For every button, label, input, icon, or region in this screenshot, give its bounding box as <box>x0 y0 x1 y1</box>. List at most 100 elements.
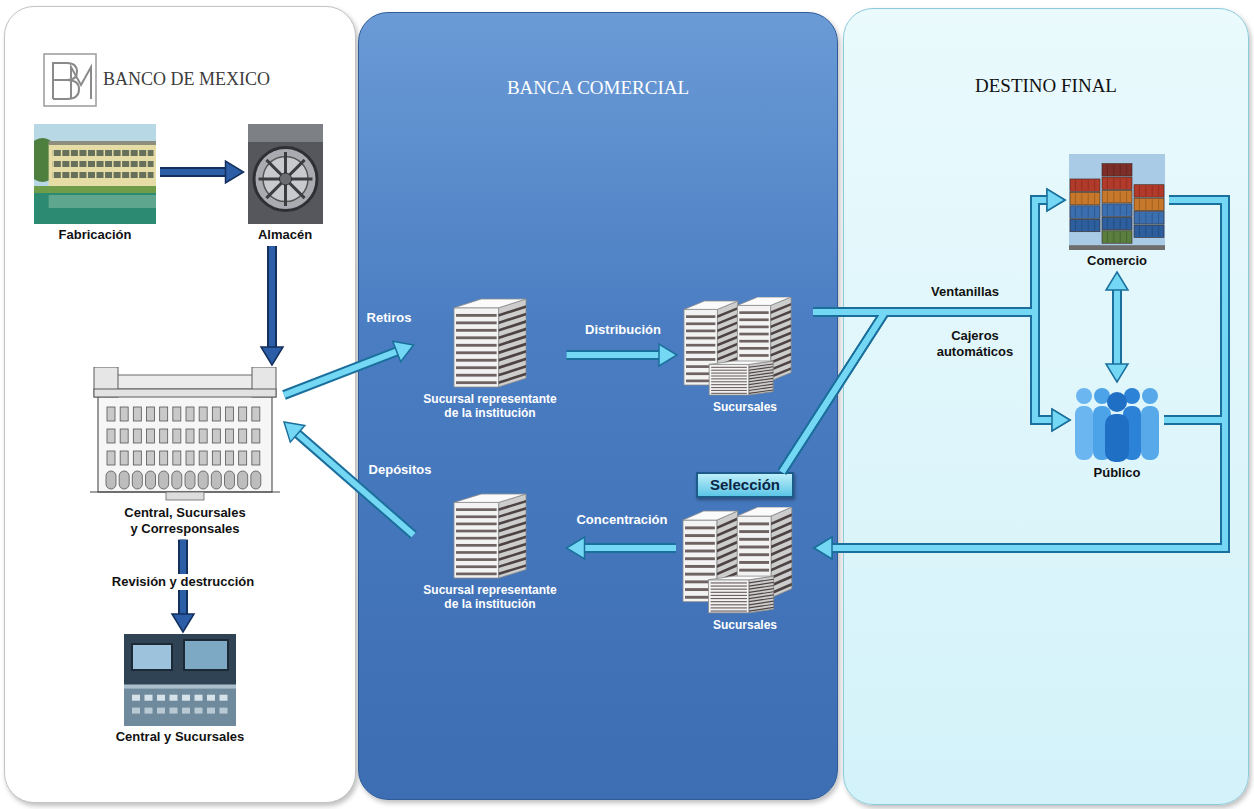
illustrated-node: Almacén <box>244 122 327 246</box>
quay <box>1069 245 1165 250</box>
window-mullion <box>146 149 148 179</box>
screen <box>184 640 228 670</box>
flow-arrow <box>567 344 678 366</box>
window <box>173 429 181 443</box>
bank-logo <box>41 51 99 109</box>
window-band <box>711 598 747 599</box>
container-rib <box>1126 191 1127 201</box>
tower-roof <box>454 299 526 308</box>
control-button <box>207 708 215 714</box>
arrow-outline <box>782 200 1050 472</box>
steps <box>166 492 204 500</box>
node-label: Sucursal representante de la institución <box>418 583 563 612</box>
arrow-head <box>1052 409 1070 431</box>
flow-arrow <box>782 189 1065 472</box>
container-rib <box>1126 178 1127 188</box>
window-band <box>456 523 497 526</box>
container <box>1102 177 1132 189</box>
container-rib <box>1120 232 1121 242</box>
arrow-head <box>261 347 283 365</box>
flow-label: Revisión y destrucción <box>108 574 258 590</box>
container-rib <box>1126 165 1127 175</box>
tower-roof <box>709 361 773 364</box>
arrow-shaft <box>1114 287 1120 367</box>
tower-side <box>749 576 774 613</box>
container-rib <box>1113 232 1114 242</box>
person-head <box>1107 392 1127 412</box>
window <box>133 407 141 421</box>
window <box>199 407 207 421</box>
window-band <box>739 326 768 329</box>
container-rib <box>1088 220 1089 230</box>
arch <box>132 471 142 489</box>
window <box>147 407 155 421</box>
tower-front <box>709 580 749 613</box>
node-label: Fabricación <box>59 227 132 243</box>
tower-roof <box>454 494 526 502</box>
container <box>1102 204 1132 216</box>
window-band <box>711 384 747 385</box>
window <box>239 429 247 443</box>
illustrated-node: Sucursal representante de la institución <box>414 490 567 615</box>
tower-roof <box>709 576 774 580</box>
window <box>199 451 207 465</box>
window-band <box>685 542 715 545</box>
arch <box>106 471 116 489</box>
container-rib <box>1107 218 1108 228</box>
arch <box>251 471 261 489</box>
window-band <box>686 322 715 325</box>
window-mullion <box>78 149 80 179</box>
window-band <box>456 314 497 317</box>
container-rib <box>1113 178 1114 188</box>
control-button <box>132 708 140 714</box>
arrow-shaft <box>829 200 1225 548</box>
window-band <box>456 551 497 554</box>
arch <box>238 471 248 489</box>
flow-arrow <box>1106 272 1128 382</box>
control-button <box>195 695 203 701</box>
flow-label: Ventanillas <box>931 284 999 300</box>
container-rib <box>1126 218 1127 228</box>
flow-arrow <box>782 312 1070 472</box>
window <box>160 429 168 443</box>
window-band <box>711 607 747 608</box>
container-rib <box>1081 180 1082 190</box>
window-band <box>711 604 747 605</box>
node-label: Almacén <box>258 227 312 243</box>
window-band <box>739 538 769 541</box>
container-rib <box>1120 218 1121 228</box>
vault-hub <box>279 173 291 185</box>
screen <box>132 644 172 670</box>
window <box>186 451 194 465</box>
node-label: Selección <box>710 476 780 494</box>
window-band-side <box>771 583 792 595</box>
lawn <box>34 186 156 193</box>
window-mullion <box>86 149 88 179</box>
window-band <box>711 370 747 371</box>
tower-front <box>454 502 499 578</box>
arrow-head <box>1047 189 1065 211</box>
window <box>120 407 128 421</box>
node-label: Central y Sucursales <box>116 729 245 745</box>
arrow-outline <box>267 246 277 350</box>
control-button <box>145 695 153 701</box>
container <box>1102 231 1132 243</box>
container-rib <box>1139 186 1140 196</box>
organization-panel: DESTINO FINALComercioPúblico <box>843 8 1249 805</box>
container-rib <box>1081 220 1082 230</box>
control-button <box>132 695 140 701</box>
container-rib <box>1107 232 1108 242</box>
arrow-head <box>814 537 832 559</box>
window <box>252 451 260 465</box>
arrow-outline <box>829 200 1225 548</box>
container-rib <box>1081 193 1082 203</box>
container-rib <box>1152 226 1153 236</box>
tower-roof <box>684 301 738 309</box>
window-band <box>685 550 715 553</box>
reflection <box>49 195 156 208</box>
room <box>124 634 236 726</box>
window <box>199 429 207 443</box>
arrow-outline <box>295 432 413 535</box>
container <box>1134 225 1164 237</box>
pond <box>34 193 156 224</box>
